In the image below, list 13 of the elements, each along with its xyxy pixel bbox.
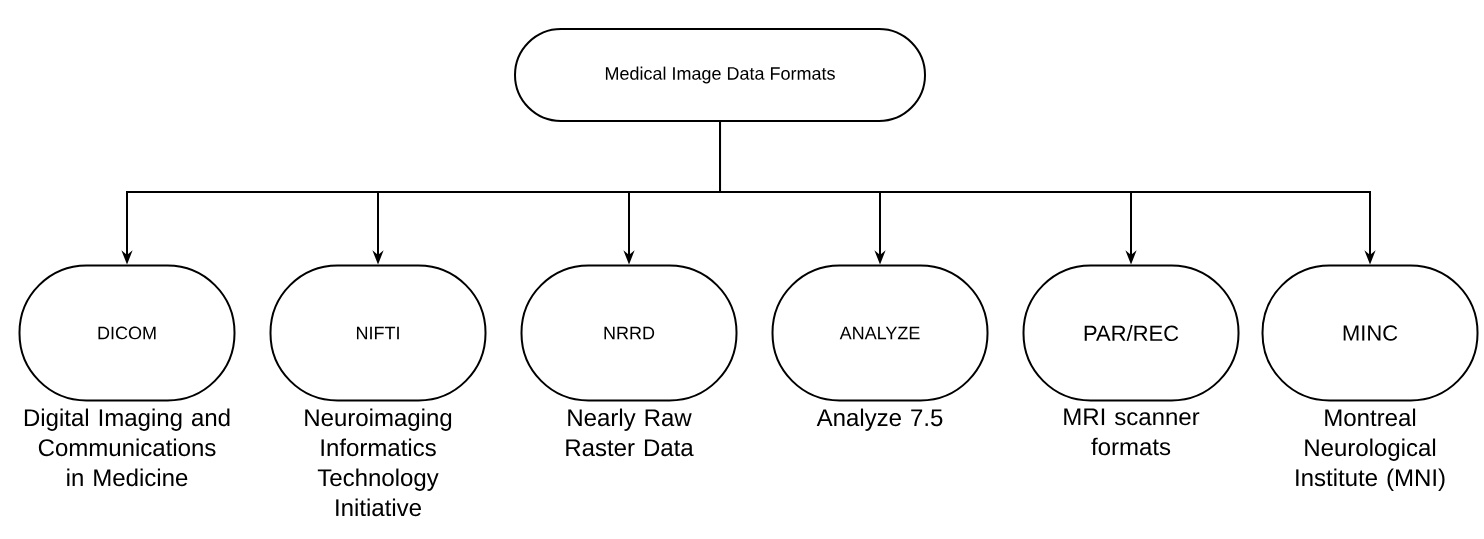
rounded-box: MINC — [1261, 264, 1479, 402]
rounded-box: DICOM — [18, 264, 236, 402]
description-text: Analyze 7.5 — [816, 408, 943, 431]
description-text: Digital Imaging and Communications in Medicine — [24, 408, 230, 487]
description-text: MRI scanner formats — [1064, 408, 1200, 456]
rounded-box: NRRD — [520, 264, 738, 402]
rounded-box: PAR/REC — [1022, 264, 1240, 402]
rounded-box: NIFTI — [269, 264, 487, 402]
description-text: Nearly Raw Raster Data — [566, 408, 694, 457]
description-text: Neuroimaging Informatics Technology Initiative — [305, 408, 452, 517]
root-box: Medical Image Data Formats — [514, 28, 926, 122]
rounded-box: ANALYZE — [771, 264, 989, 402]
description-text: Montreal Neurological Institute (MNI) — [1296, 408, 1445, 491]
